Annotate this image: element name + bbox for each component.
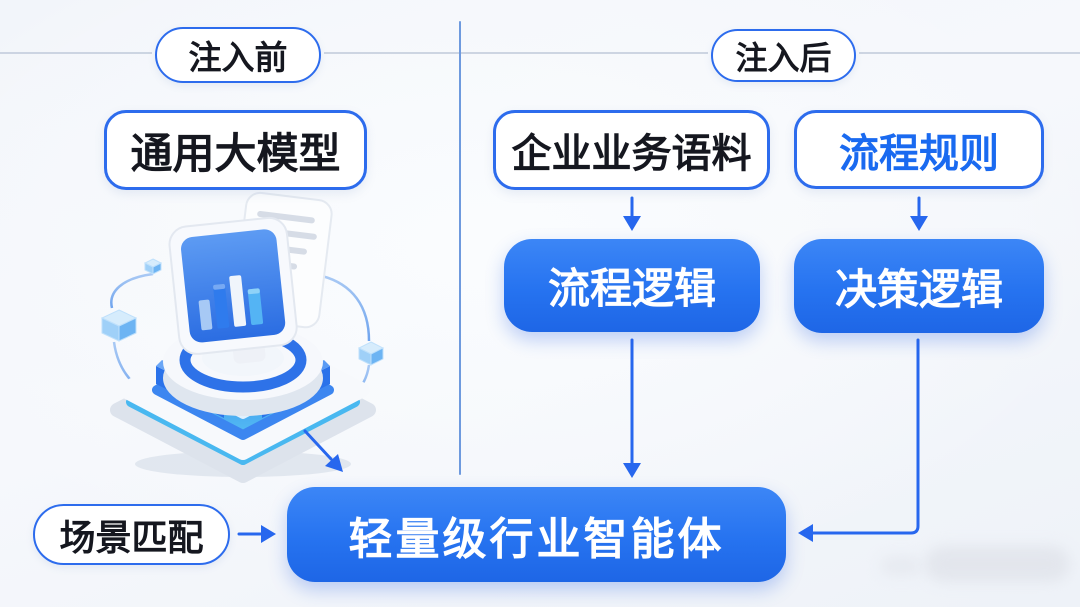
bar-chart-bars [198, 275, 264, 331]
connector-scene-match-to-agent [237, 525, 276, 543]
node-lightweight-industry-agent-text: 轻量级行业智能体 [348, 513, 725, 565]
node-enterprise-corpus: 企业业务语料 [493, 110, 770, 190]
node-process-logic: 流程逻辑 [504, 239, 760, 332]
node-scene-match-text: 场景匹配 [59, 517, 204, 559]
connector-decision-logic-to-agent [798, 338, 920, 542]
section-label-after: 注入后 [711, 29, 856, 82]
node-enterprise-corpus-text: 企业业务语料 [511, 131, 752, 177]
flow-connectors [237, 196, 928, 543]
cube-left-small [143, 258, 163, 275]
node-process-rules-text: 流程规则 [839, 130, 999, 177]
connector-rules-to-decision-logic [910, 196, 928, 231]
node-lightweight-industry-agent: 轻量级行业智能体 [287, 487, 786, 582]
monitor-bar-chart-icon [168, 216, 298, 364]
connector-model-to-agent [303, 429, 343, 472]
node-process-logic-text: 流程逻辑 [547, 264, 716, 313]
section-label-before-text: 注入前 [188, 38, 288, 77]
node-scene-match: 场景匹配 [33, 504, 230, 565]
section-label-before: 注入前 [155, 27, 321, 83]
model-illustration [100, 191, 385, 483]
section-label-after-text: 注入后 [735, 38, 832, 77]
connector-corpus-to-process-logic [623, 196, 641, 231]
node-decision-logic: 决策逻辑 [794, 239, 1044, 333]
cube-left-large [100, 309, 138, 342]
node-process-rules: 流程规则 [794, 110, 1044, 189]
cube-right [357, 341, 385, 366]
node-general-model-text: 通用大模型 [130, 128, 341, 178]
floating-cubes [100, 258, 385, 366]
watermark-smudge-small [880, 556, 922, 576]
node-general-model: 通用大模型 [104, 110, 367, 190]
node-decision-logic-text: 决策逻辑 [834, 264, 1003, 314]
connector-process-logic-to-agent [623, 338, 641, 478]
watermark-smudge [925, 546, 1070, 582]
